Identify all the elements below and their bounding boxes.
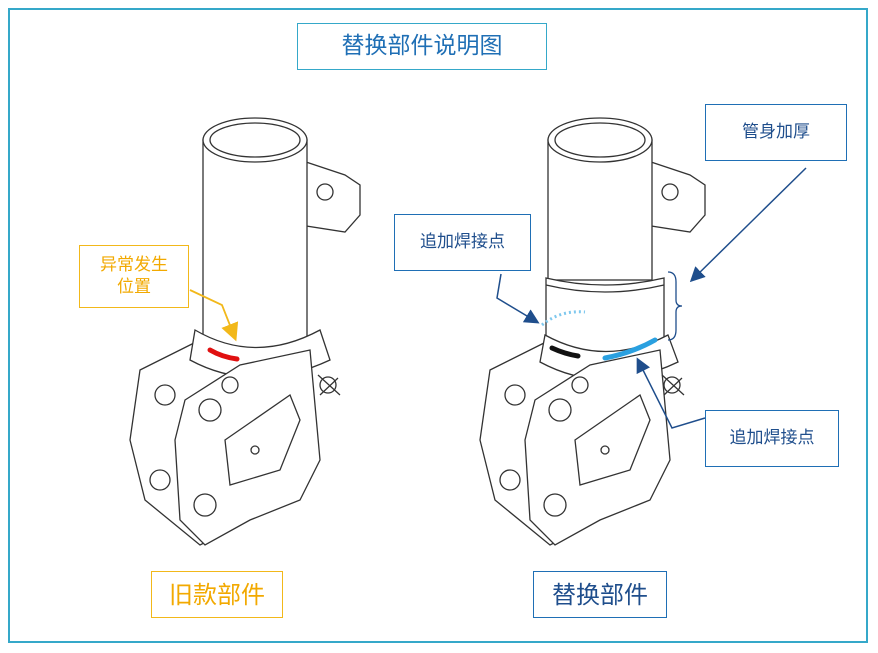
weld-right-arrow (636, 357, 706, 429)
abnormal-line2: 位置 (117, 276, 151, 297)
old-tube (202, 139, 308, 366)
new-tube-upper (547, 139, 653, 281)
abnormal-location-callout: 异常发生 位置 (79, 245, 189, 308)
new-gusset (574, 394, 651, 486)
added-weld-right-callout: 追加焊接点 (705, 410, 839, 467)
new-weld-blue (602, 337, 658, 361)
weld-top-arrow (496, 273, 540, 324)
callout-connectors (189, 167, 807, 429)
old-tab-hole (316, 183, 334, 201)
outer-frame (8, 8, 868, 643)
thick-brace (667, 271, 683, 341)
new-part-drawing (479, 117, 706, 546)
new-tab-hole (661, 183, 679, 201)
old-abnormal-mark (207, 347, 240, 362)
page-title: 替换部件说明图 (297, 23, 547, 70)
old-part-label: 旧款部件 (151, 571, 283, 618)
old-part-drawing (129, 117, 361, 546)
new-weld-black (549, 345, 581, 359)
thick-arrow (689, 167, 807, 283)
new-part-label: 替换部件 (533, 571, 667, 618)
old-gusset (224, 394, 301, 486)
tube-thickened-callout: 管身加厚 (705, 104, 847, 161)
abnormal-arrow (189, 289, 239, 342)
added-weld-top-callout: 追加焊接点 (394, 214, 531, 271)
abnormal-line1: 异常发生 (100, 255, 168, 276)
